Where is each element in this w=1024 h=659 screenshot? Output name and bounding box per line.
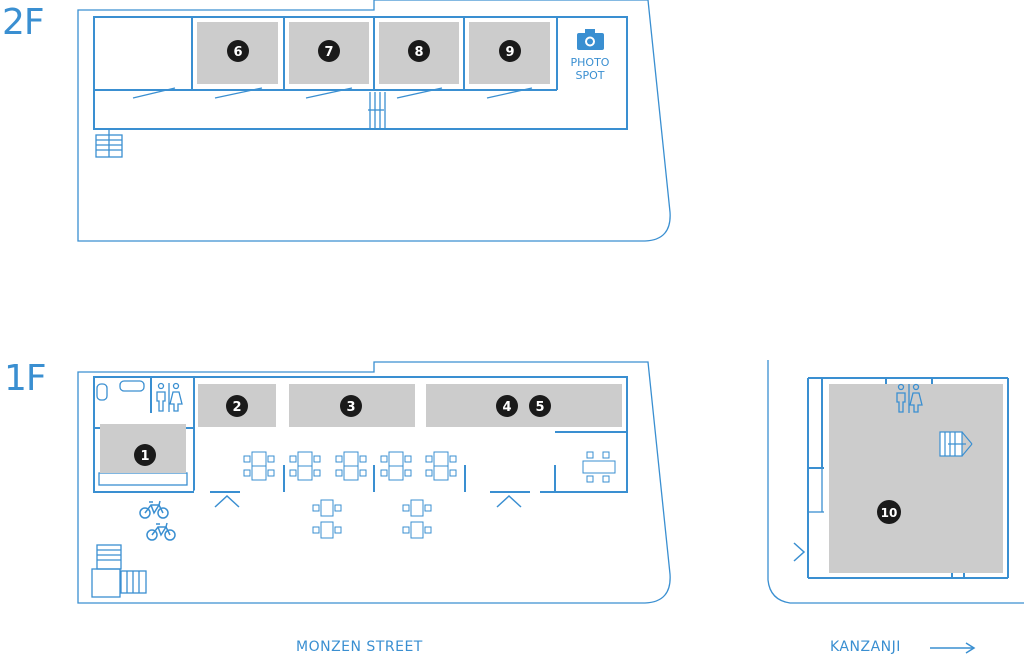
marker-3: 3 [340, 395, 362, 417]
marker-3-label: 3 [346, 400, 355, 415]
table-group-d [380, 451, 412, 481]
photo-spot-line1: PHOTO [570, 56, 610, 69]
table-group-b [289, 451, 321, 481]
marker-6-label: 6 [233, 45, 242, 60]
entrance-chevron-kanzanji [793, 542, 806, 562]
building-outline-kanzanji [767, 360, 1024, 604]
marker-1-label: 1 [140, 449, 149, 464]
table-group-e [425, 451, 457, 481]
floor-label-1f: 1F [4, 358, 47, 399]
corridor-block-2f [93, 16, 628, 130]
photo-spot-label: PHOTO SPOT [562, 56, 618, 82]
room-10 [829, 384, 1003, 573]
table-outdoor-1 [312, 499, 342, 517]
entrance-chevron-right [496, 494, 522, 508]
building-outline-1f [77, 361, 671, 604]
marker-5-label: 5 [535, 400, 544, 415]
floor-label-2f: 2F [2, 2, 45, 43]
table-group-a [243, 451, 275, 481]
marker-7-label: 7 [324, 45, 333, 60]
marker-2: 2 [226, 395, 248, 417]
room-4-5 [426, 384, 622, 427]
marker-5: 5 [529, 395, 551, 417]
table-outdoor-2 [312, 521, 342, 539]
bicycle-icon-2 [146, 522, 176, 541]
table-outdoor-4 [402, 521, 432, 539]
photo-spot-line2: SPOT [575, 69, 605, 82]
marker-7: 7 [318, 40, 340, 62]
marker-9-label: 9 [505, 45, 514, 60]
camera-icon [577, 29, 604, 50]
marker-8: 8 [408, 40, 430, 62]
marker-6: 6 [227, 40, 249, 62]
marker-9: 9 [499, 40, 521, 62]
table-group-c [335, 451, 367, 481]
kanzanji-label: KANZANJI [830, 639, 901, 655]
monzen-street-label: MONZEN STREET [296, 639, 423, 655]
marker-10-label: 10 [881, 506, 898, 520]
marker-4-label: 4 [502, 400, 511, 415]
table-outdoor-3 [402, 499, 432, 517]
toilet-icon-kanzanji [896, 383, 923, 413]
bicycle-icon-1 [139, 500, 169, 519]
marker-8-label: 8 [414, 45, 423, 60]
marker-4: 4 [496, 395, 518, 417]
marker-2-label: 2 [232, 400, 241, 415]
room-markers: 6 7 8 9 1 2 3 4 5 10 [134, 40, 901, 524]
toilet-icon-1f [156, 382, 183, 412]
kanzanji-arrow-icon [930, 642, 976, 654]
table-group-lounge [582, 451, 616, 483]
marker-1: 1 [134, 444, 156, 466]
entrance-chevron-left [214, 494, 240, 508]
marker-10: 10 [877, 500, 901, 524]
building-outline-2f [77, 0, 671, 242]
